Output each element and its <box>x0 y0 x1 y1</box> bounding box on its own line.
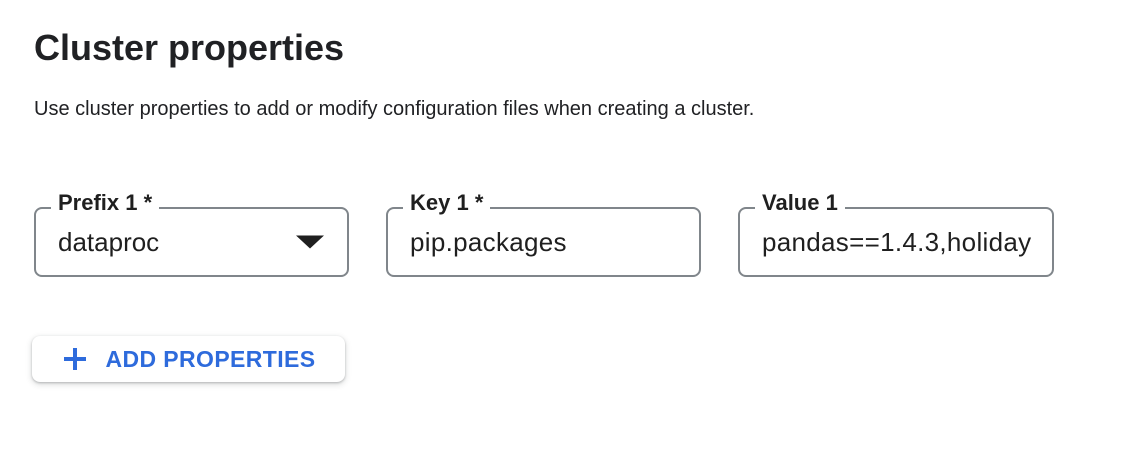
value-input[interactable] <box>762 226 1034 258</box>
add-properties-button[interactable]: ADD PROPERTIES <box>32 336 345 382</box>
key-label: Key 1 * <box>403 190 491 216</box>
key-field-container: Key 1 * <box>386 190 701 277</box>
cluster-properties-section: Cluster properties Use cluster propertie… <box>0 26 1122 382</box>
prefix-label: Prefix 1 * <box>51 190 160 216</box>
prefix-selected-value: dataproc <box>58 226 160 257</box>
value-label: Value 1 <box>755 190 845 216</box>
actions-bar: ADD PROPERTIES <box>32 336 1122 382</box>
property-row-1: Prefix 1 * dataproc Key 1 * Value 1 <box>34 190 1122 277</box>
page-title: Cluster properties <box>34 27 345 68</box>
plus-icon <box>61 345 89 373</box>
prefix-dropdown[interactable]: Prefix 1 * dataproc <box>34 190 349 277</box>
section-description: Use cluster properties to add or modify … <box>34 98 755 120</box>
dropdown-caret-icon <box>296 235 324 249</box>
add-properties-label: ADD PROPERTIES <box>105 345 316 372</box>
value-field-container: Value 1 <box>738 190 1054 277</box>
key-input[interactable] <box>410 226 681 258</box>
